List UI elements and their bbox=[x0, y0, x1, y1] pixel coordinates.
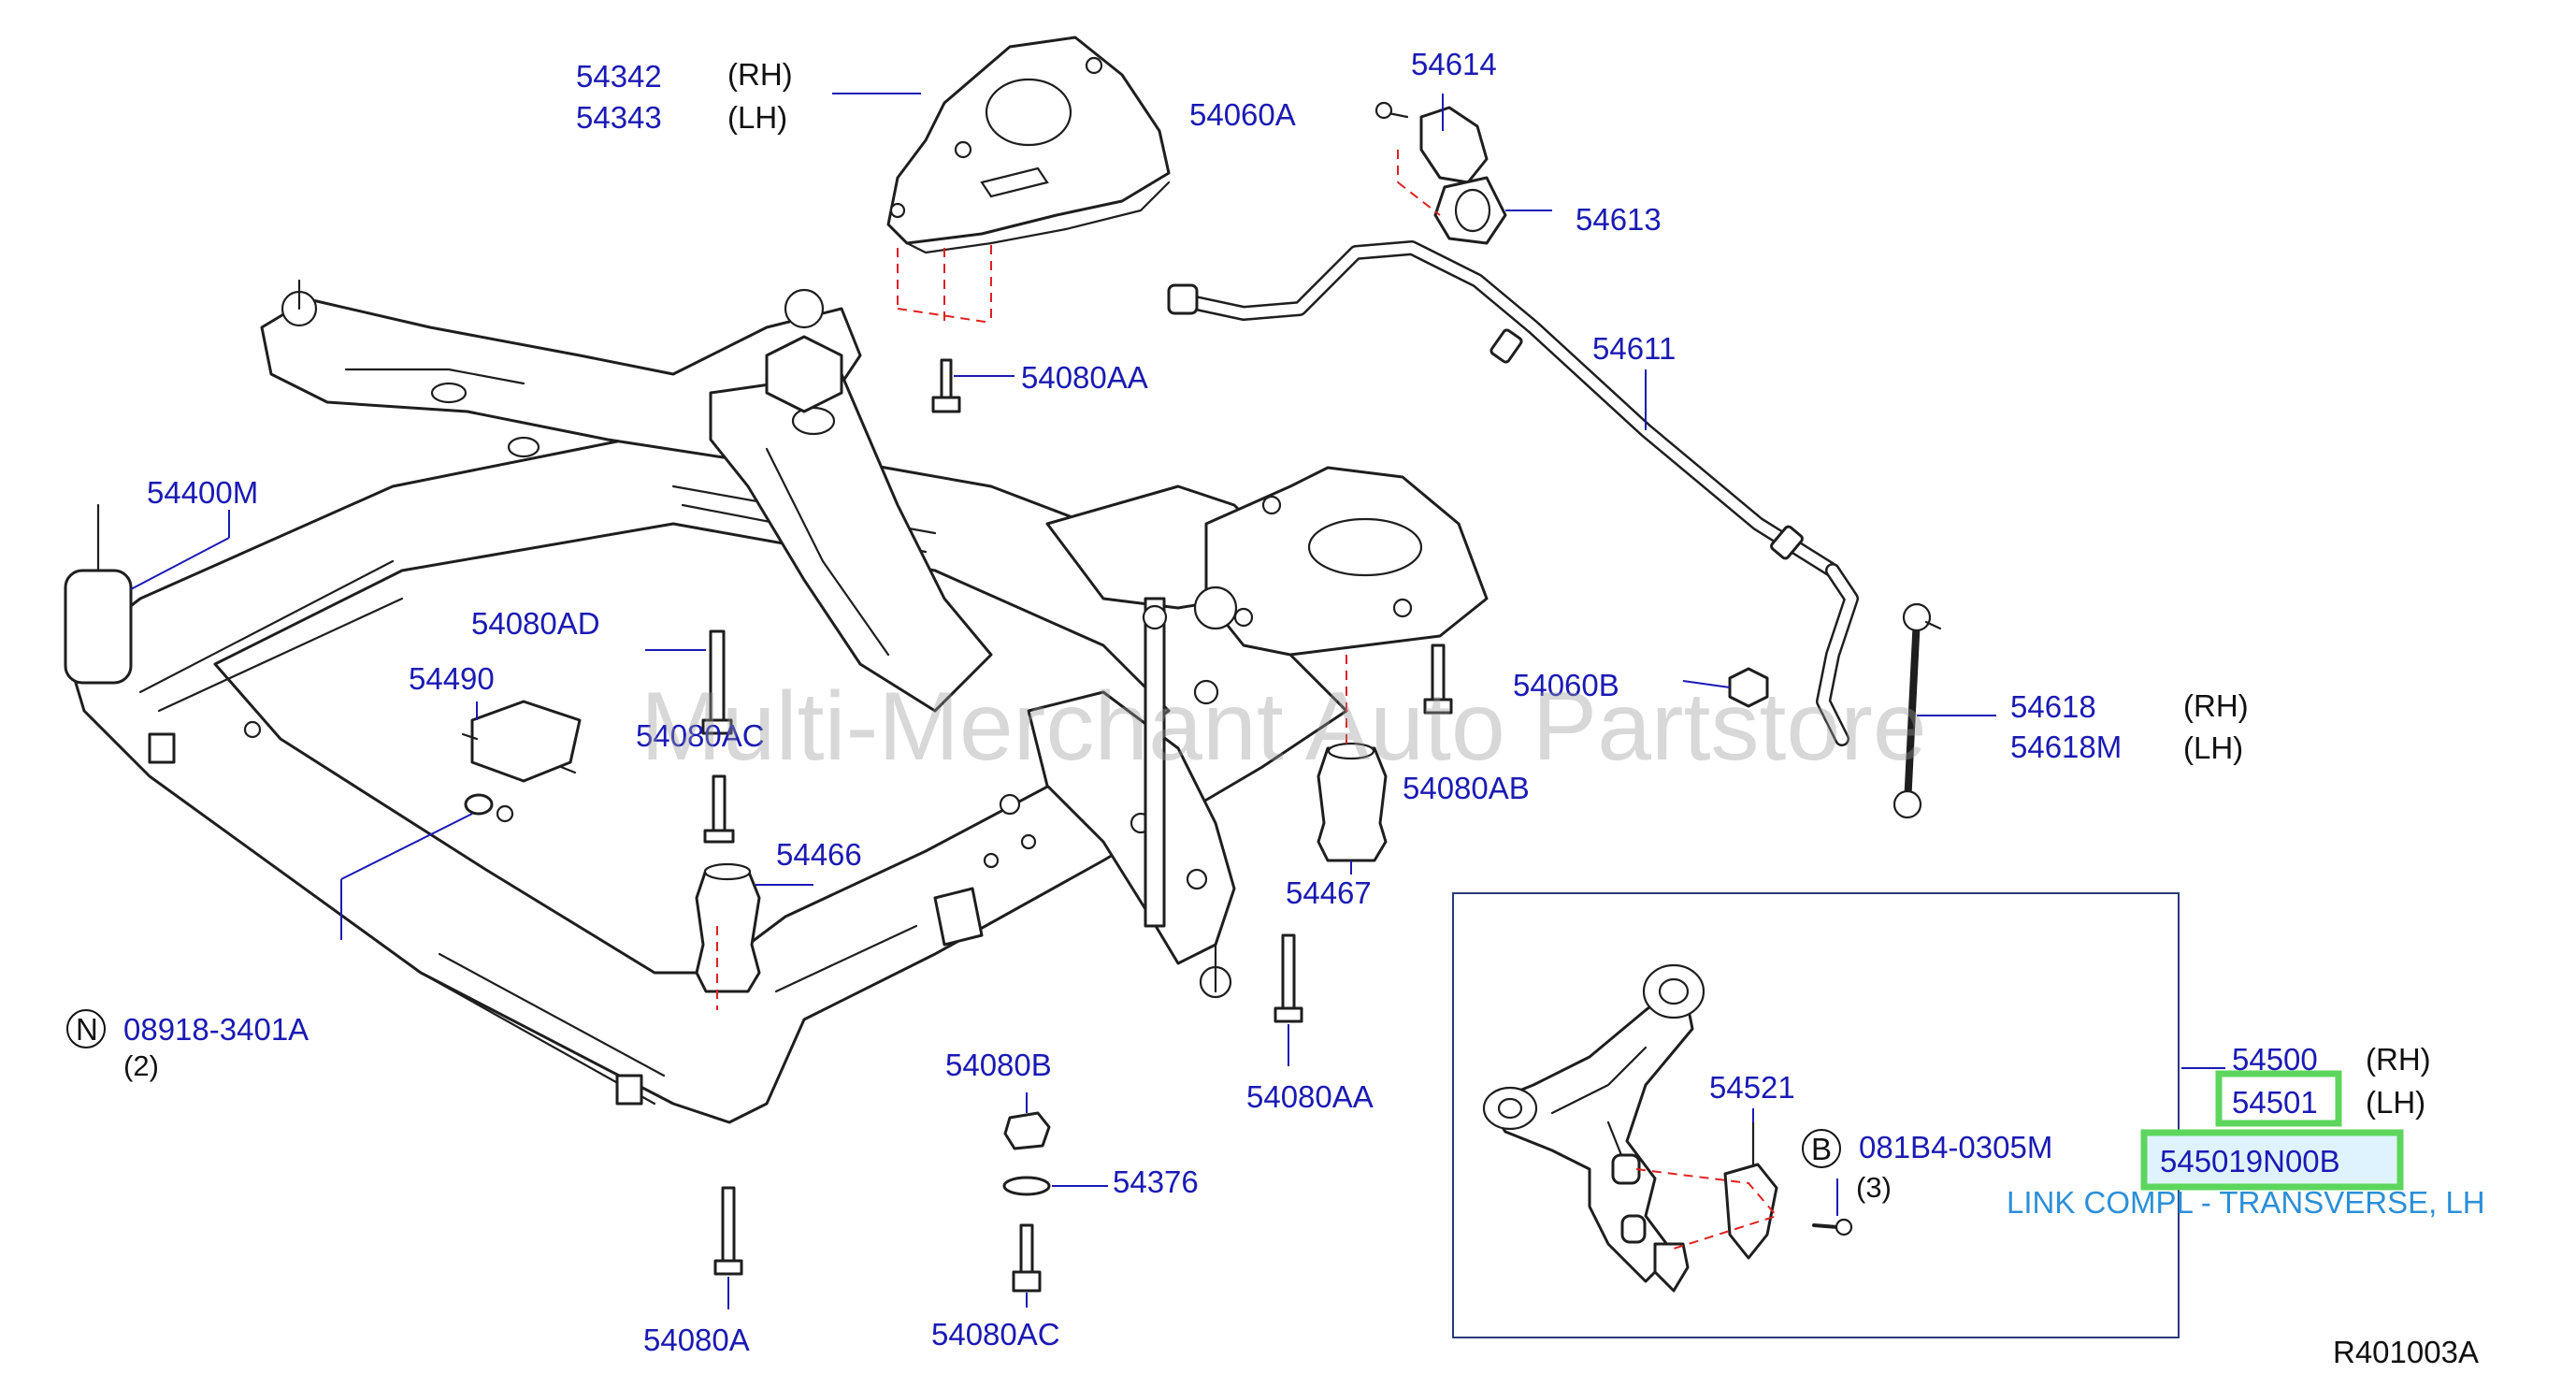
side-54501: (LH) bbox=[2366, 1085, 2425, 1120]
qty-08918-3401a: (2) bbox=[123, 1049, 159, 1082]
label-54400m[interactable]: 54400M bbox=[147, 475, 258, 510]
label-54611[interactable]: 54611 bbox=[1592, 331, 1676, 366]
badge-b: B bbox=[1811, 1132, 1832, 1166]
diagram-reference: R401003A bbox=[2333, 1335, 2479, 1369]
watermark: Multi-Merchant Auto Partstore bbox=[640, 672, 1927, 781]
label-54614[interactable]: 54614 bbox=[1411, 47, 1497, 81]
label-54613[interactable]: 54613 bbox=[1576, 202, 1662, 237]
label-54080ac-mid[interactable]: 54080AC bbox=[636, 718, 765, 753]
badge-n: N bbox=[76, 1012, 98, 1047]
side-54342: (RH) bbox=[727, 57, 793, 92]
label-54080aa-top[interactable]: 54080AA bbox=[1021, 360, 1148, 395]
label-54490[interactable]: 54490 bbox=[409, 661, 495, 696]
side-54618: (RH) bbox=[2183, 688, 2249, 723]
mount-bracket-illustration bbox=[886, 36, 1171, 254]
label-54618m[interactable]: 54618M bbox=[2010, 730, 2122, 764]
label-54080a[interactable]: 54080A bbox=[643, 1323, 750, 1357]
highlight-part-number-bg bbox=[2147, 1135, 2397, 1184]
label-54467[interactable]: 54467 bbox=[1286, 875, 1372, 910]
fasteners-illustration bbox=[461, 358, 1453, 1293]
side-54500: (RH) bbox=[2366, 1042, 2431, 1077]
label-54521[interactable]: 54521 bbox=[1709, 1070, 1795, 1105]
label-54376[interactable]: 54376 bbox=[1113, 1164, 1199, 1199]
highlighted-part-number[interactable]: 545019N00B bbox=[2160, 1144, 2340, 1178]
label-08918-3401a[interactable]: 08918-3401A bbox=[123, 1012, 309, 1047]
label-54466[interactable]: 54466 bbox=[776, 837, 862, 872]
side-54343: (LH) bbox=[727, 100, 787, 135]
label-54080b[interactable]: 54080B bbox=[945, 1048, 1052, 1082]
leader-lines bbox=[130, 93, 2225, 1309]
right-member-illustration bbox=[1142, 466, 1489, 928]
label-54080aa-low[interactable]: 54080AA bbox=[1246, 1079, 1374, 1114]
label-54080ac-low[interactable]: 54080AC bbox=[931, 1317, 1060, 1352]
label-54618[interactable]: 54618 bbox=[2010, 689, 2096, 724]
highlight-54501 bbox=[2215, 1070, 2342, 1127]
label-54080ad[interactable]: 54080AD bbox=[471, 606, 600, 641]
stabilizer-bar-illustration bbox=[1167, 101, 1942, 819]
highlight-part-number-box bbox=[2140, 1129, 2404, 1191]
label-54060a[interactable]: 54060A bbox=[1189, 97, 1296, 132]
label-081b4-0305m[interactable]: 081B4-0305M bbox=[1859, 1130, 2052, 1164]
label-54501[interactable]: 54501 bbox=[2232, 1085, 2318, 1120]
label-54080ab[interactable]: 54080AB bbox=[1403, 771, 1530, 805]
badge-circle-n bbox=[66, 1009, 106, 1048]
label-54343[interactable]: 54343 bbox=[576, 100, 662, 135]
side-54618m: (LH) bbox=[2183, 730, 2243, 765]
transverse-link-detail-box bbox=[1452, 892, 2180, 1338]
transverse-link-illustration bbox=[1482, 963, 1853, 1293]
highlighted-part-description: LINK COMPL - TRANSVERSE, LH bbox=[2007, 1185, 2485, 1220]
label-54342[interactable]: 54342 bbox=[576, 59, 662, 94]
qty-081b4-0305m: (3) bbox=[1856, 1171, 1892, 1204]
badge-circle-b bbox=[1802, 1129, 1841, 1168]
label-54060b[interactable]: 54060B bbox=[1513, 668, 1619, 702]
